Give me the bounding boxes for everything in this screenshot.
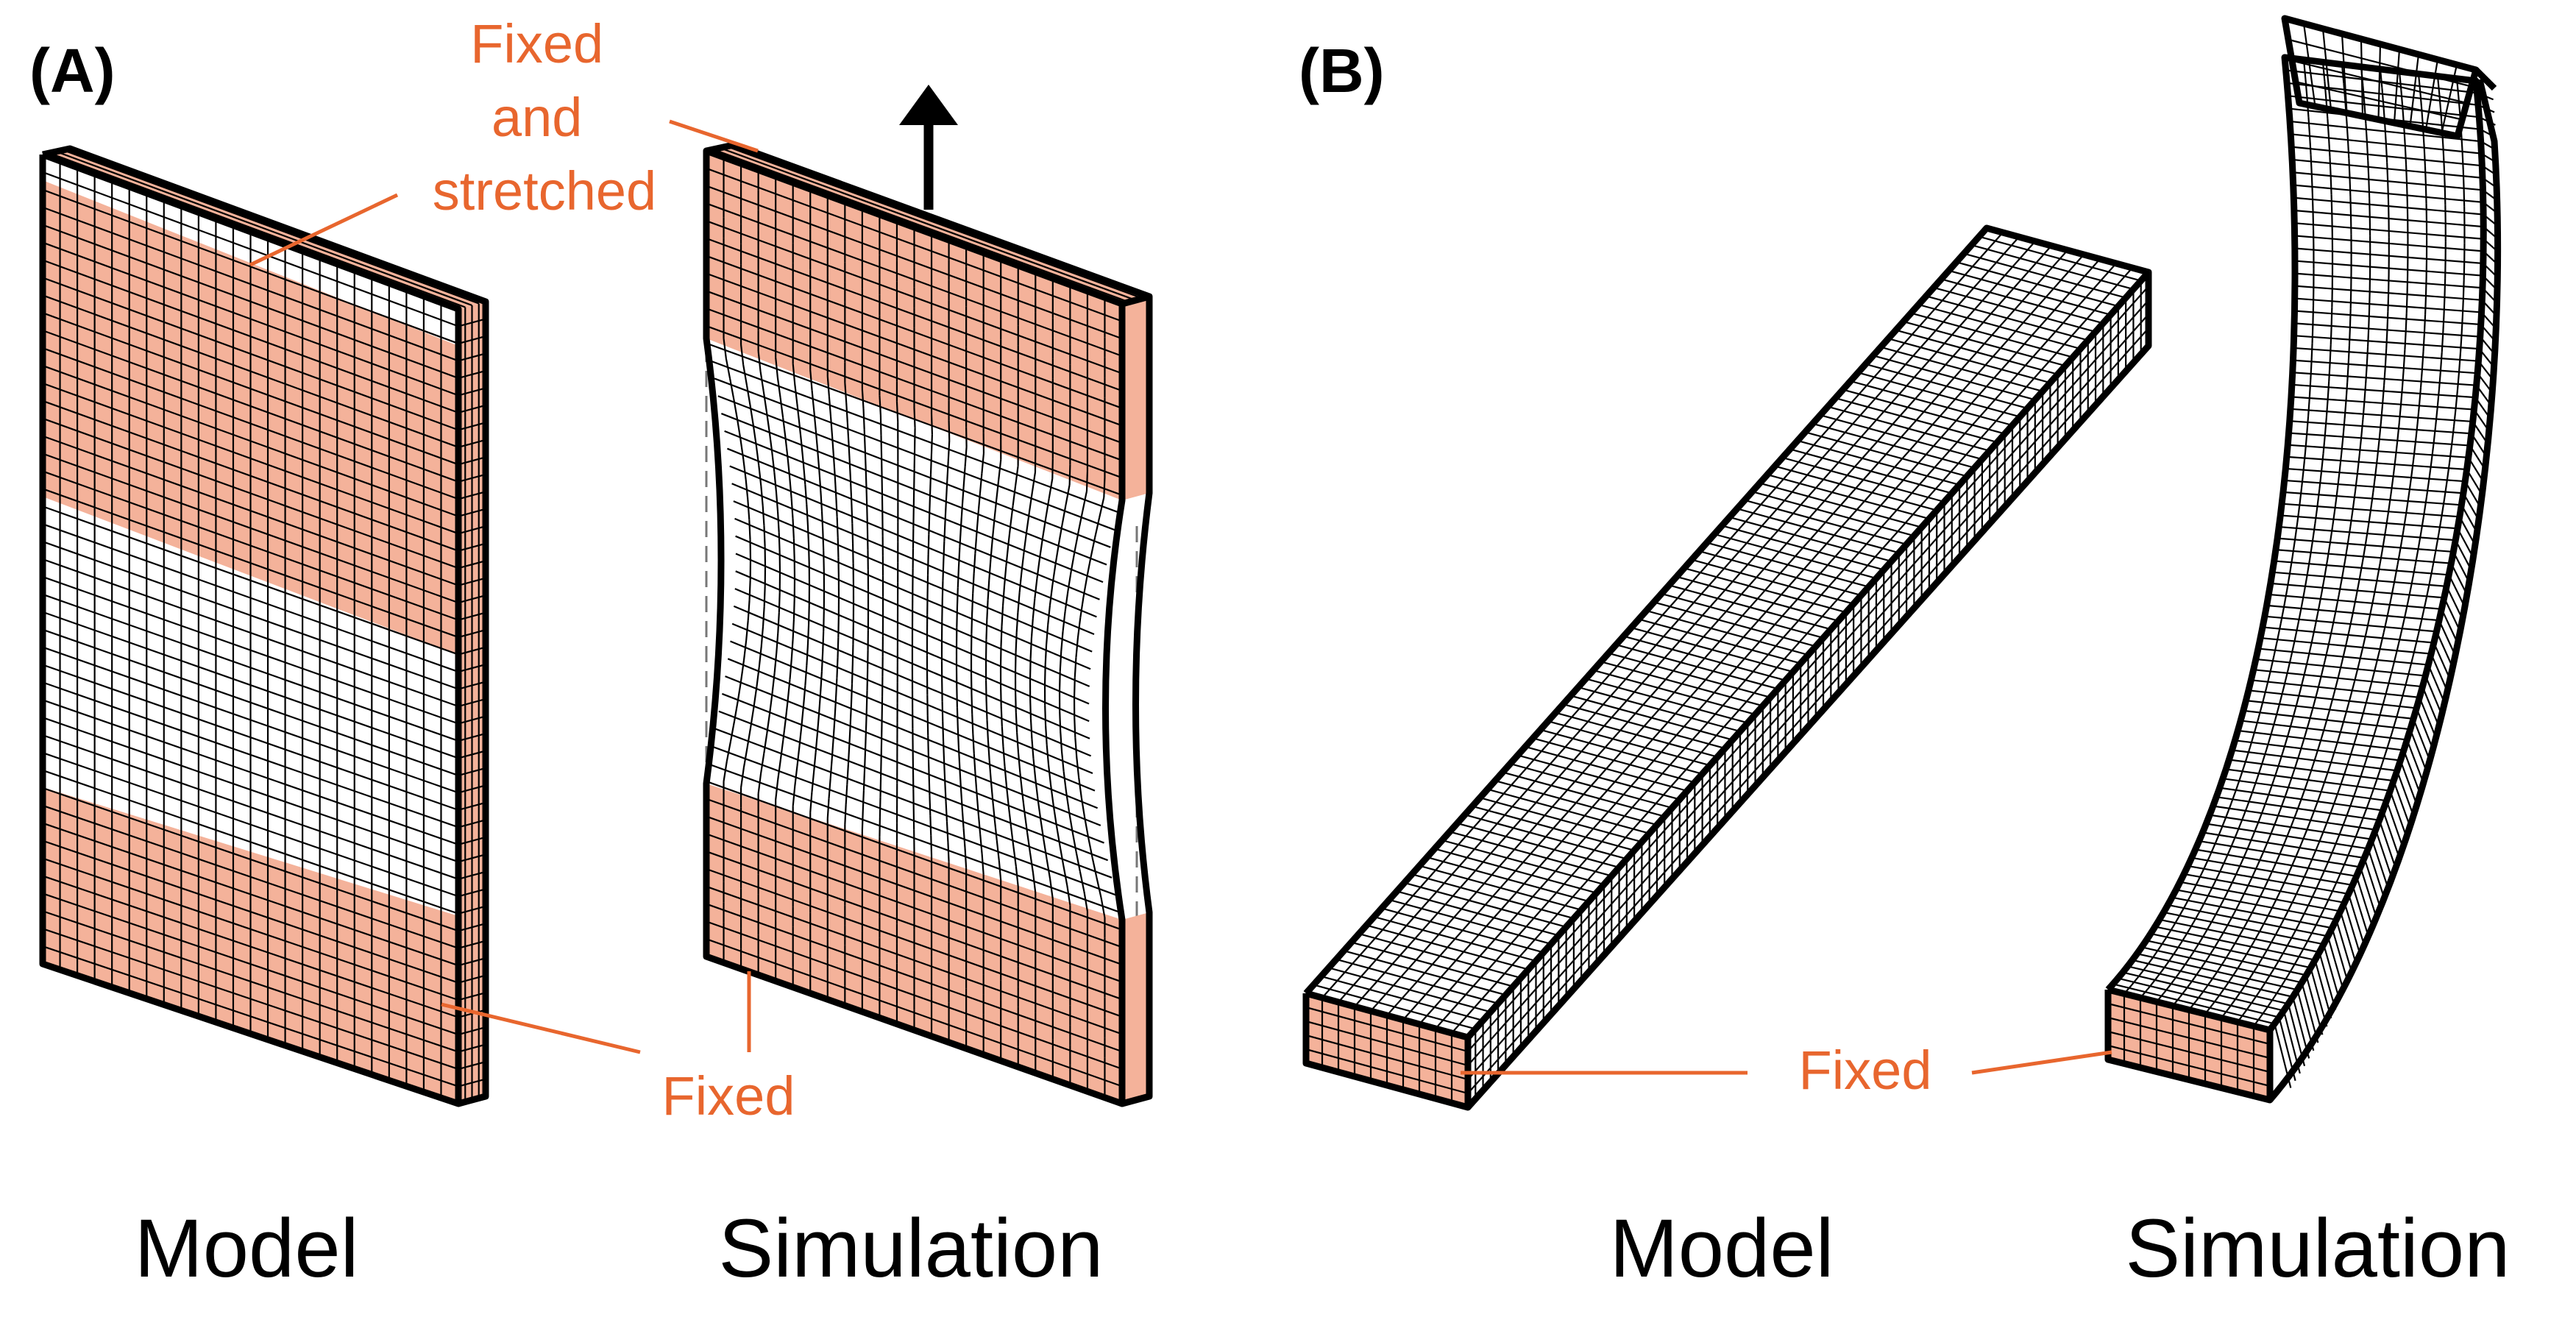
plate-a-simulation-mesh [706,145,1143,1098]
panel-b-model-bar [1302,224,2152,1111]
caption-b-simulation: Simulation [2126,1202,2511,1294]
panel-b-label: (B) [1299,36,1385,105]
panel-a-annotation-bottom: Fixed [441,971,795,1126]
panel-b-annotation: Fixed [1461,1040,2112,1101]
plate-a-model-mesh [42,149,486,1102]
bar-b-model-mesh [1305,232,2149,1103]
annotation-fixed-a: Fixed [662,1065,795,1126]
panel-a-simulation-plate [703,141,1153,1107]
leader-fixed-b-sim [1971,1050,2112,1075]
caption-a-model: Model [134,1202,358,1294]
stretch-arrow [899,85,958,210]
annotation-fixed-and-stretched: Fixed and stretched [433,13,656,221]
bar-b-simulation-mesh [2107,23,2500,1096]
plate-a-sim-side-clamp-bottom [1122,912,1149,1104]
caption-a-simulation: Simulation [719,1202,1104,1294]
caption-b-model: Model [1609,1202,1834,1294]
panel-a-label: (A) [29,36,116,105]
panel-a-model-plate [39,145,489,1107]
panel-a-annotation-top: Fixed and stretched [249,13,759,267]
leader-fixed-stretched-model [249,193,399,267]
annotation-fixed-b: Fixed [1799,1040,1932,1101]
plate-a-sim-side-clamp-top [1122,297,1149,500]
leader-fixed-model [441,1002,641,1054]
panel-b-simulation-bar [2104,15,2502,1104]
leader-fixed-stretched-sim [669,119,759,153]
